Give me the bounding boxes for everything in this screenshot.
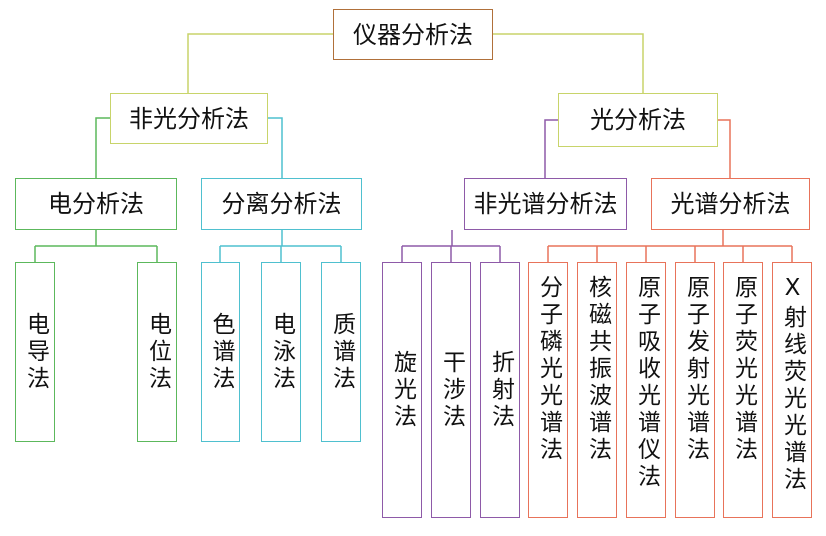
node-non-spectral-label: 非光谱分析法 [473, 190, 618, 218]
leaf-label: 电导法 [22, 311, 49, 393]
leaf-label: 分子磷光光谱法 [535, 275, 562, 464]
node-separation: 分离分析法 [201, 178, 362, 230]
leaf-label: 原子荧光光谱法 [730, 275, 757, 464]
node-non-optical-label: 非光分析法 [129, 104, 249, 133]
leaf-chromatography: 色谱法 [201, 262, 240, 442]
node-optical-label: 光分析法 [590, 106, 686, 134]
leaf-label: 电泳法 [268, 311, 295, 393]
node-electrical-label: 电分析法 [48, 190, 144, 218]
leaf-label: 原子吸收光谱仪法 [633, 275, 660, 491]
leaf-label: 原子发射光谱法 [682, 275, 709, 464]
leaf-label: 旋光法 [389, 349, 416, 431]
link-nonspectral-leaves [401, 230, 501, 262]
link-optical-nonspectral [544, 119, 558, 178]
link-optical-spectral [718, 119, 731, 178]
node-non-optical: 非光分析法 [110, 93, 268, 144]
node-optical: 光分析法 [558, 93, 718, 147]
leaf-label: 核磁共振波谱法 [584, 275, 611, 464]
leaf-conductometry: 电导法 [15, 262, 55, 442]
leaf-nmr: 核磁共振波谱法 [577, 262, 617, 518]
leaf-electrophoresis: 电泳法 [261, 262, 301, 442]
node-separation-label: 分离分析法 [221, 190, 342, 218]
leaf-atomic-fluorescence: 原子荧光光谱法 [723, 262, 763, 518]
link-root-nonoptical [187, 33, 333, 93]
leaf-label: 干涉法 [438, 349, 465, 431]
leaf-potentiometry: 电位法 [137, 262, 177, 442]
leaf-atomic-absorption: 原子吸收光谱仪法 [626, 262, 666, 518]
leaf-atomic-emission: 原子发射光谱法 [675, 262, 715, 518]
leaf-label: 质谱法 [328, 311, 355, 393]
leaf-label: X射线荧光光谱法 [779, 275, 806, 494]
connector-root [187, 33, 644, 93]
node-electrical: 电分析法 [15, 178, 177, 230]
node-non-spectral: 非光谱分析法 [464, 178, 627, 230]
leaf-polarimetry: 旋光法 [382, 262, 422, 518]
leaf-label: 折射法 [487, 349, 514, 431]
root-label: 仪器分析法 [353, 20, 473, 49]
node-spectral-label: 光谱分析法 [670, 190, 791, 218]
link-spectral-leaves [547, 230, 793, 262]
leaf-xray-fluorescence: X射线荧光光谱法 [772, 262, 812, 518]
node-spectral: 光谱分析法 [651, 178, 810, 230]
leaf-interferometry: 干涉法 [431, 262, 471, 518]
root-node: 仪器分析法 [333, 9, 493, 60]
leaf-molecular-phosphorescence: 分子磷光光谱法 [528, 262, 568, 518]
link-nonoptical-separation [268, 117, 283, 178]
link-separation-leaves [219, 230, 342, 262]
link-root-optical [493, 33, 644, 93]
leaf-refractometry: 折射法 [480, 262, 520, 518]
leaf-label: 电位法 [144, 311, 171, 393]
leaf-label: 色谱法 [208, 311, 234, 393]
leaf-mass-spectrometry: 质谱法 [321, 262, 361, 442]
link-nonoptical-electrical [95, 117, 110, 178]
link-electrical-leaves [34, 230, 158, 262]
